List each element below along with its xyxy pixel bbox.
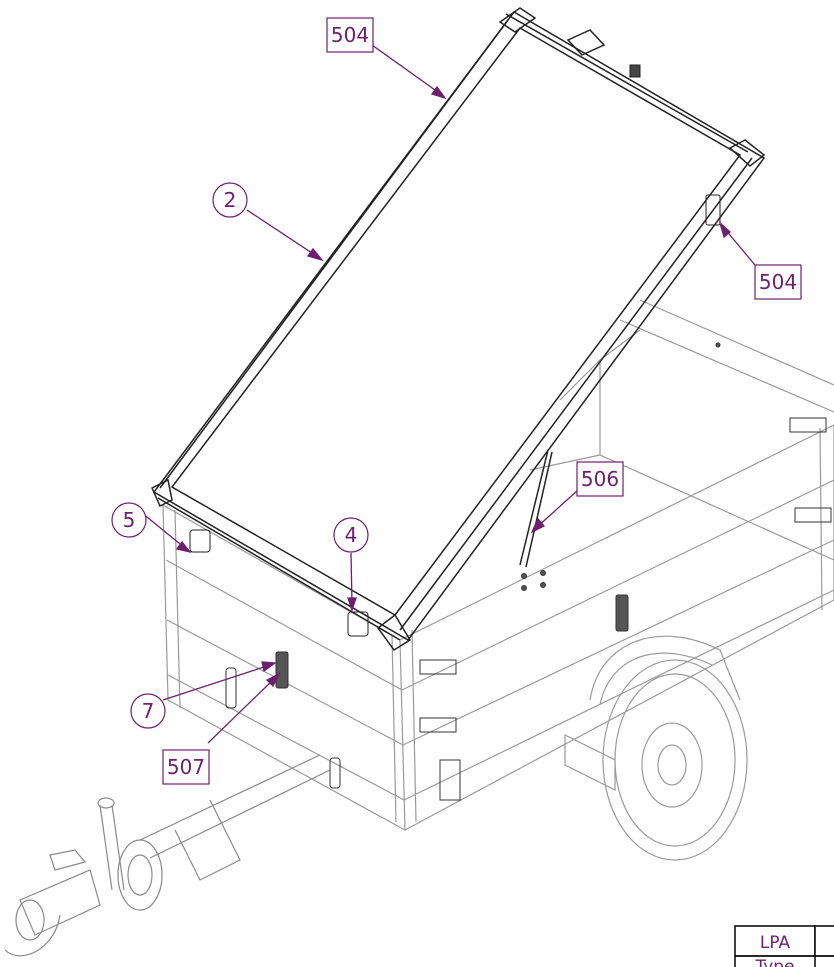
drawbar-assembly <box>4 754 331 957</box>
lid-hinges <box>189 64 721 637</box>
callout-7: 7 <box>130 693 166 729</box>
callout-504-right: 504 <box>754 264 802 300</box>
svg-text:7: 7 <box>142 699 155 723</box>
svg-text:2: 2 <box>224 188 237 212</box>
svg-text:4: 4 <box>345 523 358 547</box>
title-block: LPA Type <box>734 925 834 967</box>
callout-2: 2 <box>212 182 248 218</box>
svg-text:507: 507 <box>167 755 205 779</box>
svg-text:504: 504 <box>331 23 369 47</box>
callout-5: 5 <box>111 502 147 538</box>
svg-text:504: 504 <box>759 270 797 294</box>
wheel-assembly <box>564 635 748 861</box>
callout-4: 4 <box>333 517 369 553</box>
callout-506: 506 <box>576 461 624 497</box>
title-block-type: Type <box>754 957 794 967</box>
callout-leaders <box>141 44 756 744</box>
callout-504-top: 504 <box>326 17 374 53</box>
lid-frame <box>151 7 766 652</box>
callout-507: 507 <box>162 749 210 785</box>
svg-text:506: 506 <box>581 467 619 491</box>
trailer-body <box>162 299 834 832</box>
svg-text:5: 5 <box>123 508 136 532</box>
hardware-details <box>225 342 832 801</box>
title-block-lpa: LPA <box>760 933 791 953</box>
